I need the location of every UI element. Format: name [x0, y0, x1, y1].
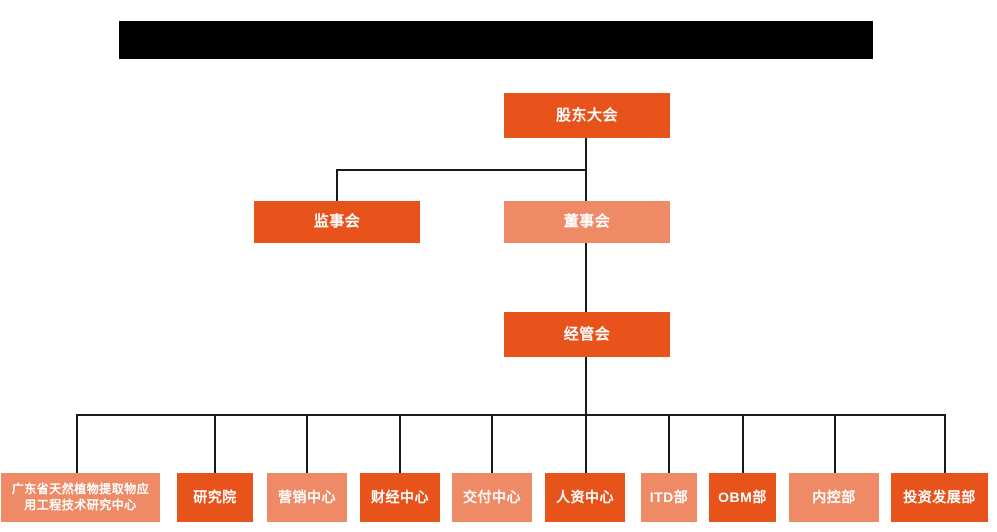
connector-drop-dept-05 [491, 414, 493, 473]
org-node-dept-01[interactable]: 广东省天然植物提取物应 用工程技术研究中心 [1, 473, 160, 522]
org-node-label: 研究院 [193, 488, 237, 505]
org-node-directors[interactable]: 董事会 [504, 201, 670, 243]
org-node-dept-03[interactable]: 营销中心 [267, 473, 347, 522]
org-node-label: 投资发展部 [903, 488, 976, 505]
connector-drop-dept-01 [76, 414, 78, 473]
connector-drop-dept-04 [399, 414, 401, 473]
connector-shareholders-drop [585, 138, 587, 170]
org-node-dept-04[interactable]: 财经中心 [360, 473, 440, 522]
org-node-dept-05[interactable]: 交付中心 [452, 473, 532, 522]
redacted-title-bar [119, 21, 873, 59]
connector-drop-dept-06 [585, 414, 587, 473]
org-node-management[interactable]: 经管会 [504, 312, 670, 357]
org-node-label: 股东大会 [555, 106, 618, 124]
connector-directors-management [585, 242, 587, 312]
connector-management-drop [585, 357, 587, 415]
connector-drop-dept-02 [214, 414, 216, 473]
org-node-label: 交付中心 [463, 488, 521, 505]
org-node-label: 监事会 [313, 213, 361, 231]
org-node-dept-07[interactable]: ITD部 [641, 473, 697, 522]
org-node-label: ITD部 [649, 488, 689, 505]
org-node-label: 内控部 [812, 488, 856, 505]
org-node-label: 经管会 [563, 325, 611, 343]
connector-drop-dept-10 [944, 414, 946, 473]
org-node-label: OBM部 [718, 488, 767, 505]
org-node-dept-09[interactable]: 内控部 [789, 473, 879, 522]
org-node-label: 广东省天然植物提取物应 用工程技术研究中心 [11, 482, 150, 512]
connector-drop-dept-08 [742, 414, 744, 473]
org-node-supervisors[interactable]: 监事会 [254, 201, 420, 243]
org-node-dept-02[interactable]: 研究院 [177, 473, 253, 522]
org-node-label: 董事会 [563, 213, 611, 231]
connector-departments-bus [76, 414, 945, 416]
connector-drop-dept-07 [668, 414, 670, 473]
connector-drop-dept-09 [834, 414, 836, 473]
org-node-dept-08[interactable]: OBM部 [709, 473, 776, 522]
org-node-label: 人资中心 [556, 488, 614, 505]
connector-directors-drop [585, 169, 587, 201]
org-node-dept-10[interactable]: 投资发展部 [891, 473, 988, 522]
connector-supervisors-drop [336, 169, 338, 201]
org-node-shareholders[interactable]: 股东大会 [504, 93, 670, 138]
connector-tier2-bus [336, 169, 587, 171]
org-node-dept-06[interactable]: 人资中心 [545, 473, 625, 522]
org-node-label: 营销中心 [278, 488, 336, 505]
connector-drop-dept-03 [306, 414, 308, 473]
org-node-label: 财经中心 [371, 488, 429, 505]
